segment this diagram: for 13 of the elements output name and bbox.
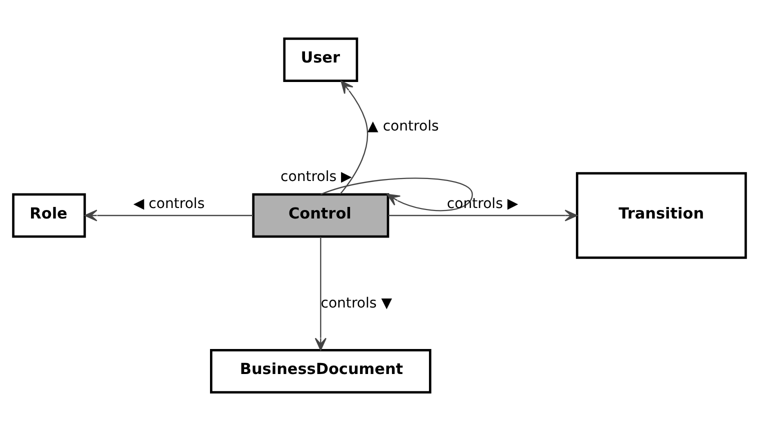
node-box: Control [252, 192, 390, 238]
arrow [340, 80, 368, 194]
arrow [314, 236, 327, 350]
edge-label: ▲ controls [368, 118, 439, 134]
edge-label: controls ▼ [320, 295, 392, 312]
node-box: BusinessDocument [210, 348, 432, 393]
edge-label: controls ▶ [280, 168, 352, 184]
arrow [388, 209, 578, 221]
node-box: Transition [576, 172, 747, 258]
node-box: Role [12, 192, 86, 238]
edge-label: ◀ controls [133, 196, 205, 212]
arrow [84, 209, 254, 221]
node-box: User [283, 37, 358, 82]
